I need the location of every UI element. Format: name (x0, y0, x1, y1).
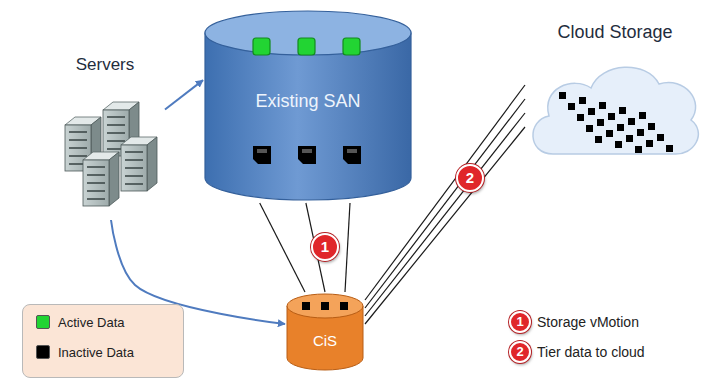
legend-item: Tier data to cloud (537, 343, 645, 361)
callout-number: 1 (509, 311, 531, 333)
legend-swatch (36, 315, 50, 329)
legend-label: Storage vMotion (537, 314, 639, 330)
legend-item: Active Data (36, 313, 124, 331)
data-line (345, 203, 350, 292)
callout-number: 2 (509, 341, 531, 363)
flow-arrow (165, 80, 203, 109)
cloud-storage: Cloud Storage (525, 22, 705, 162)
servers-icon (45, 55, 165, 220)
legend-label: Tier data to cloud (537, 344, 645, 360)
cis-cylinder: CiS (285, 292, 365, 372)
callout-number: 1 (311, 233, 339, 261)
cloud-shape (525, 22, 705, 162)
legend-label: Inactive Data (58, 345, 134, 360)
callout-number: 2 (456, 164, 484, 192)
node-label: Servers (76, 55, 135, 75)
legend-label: Active Data (58, 315, 124, 330)
legend-item: Storage vMotion (537, 313, 639, 331)
server-group: Servers (45, 55, 165, 220)
legend-item: Inactive Data (36, 343, 134, 361)
legend-swatch (36, 345, 50, 359)
node-label: Existing SAN (255, 91, 360, 112)
storage-cylinder: Existing SAN (203, 8, 413, 203)
data-line (260, 203, 305, 292)
node-label: Cloud Storage (557, 22, 672, 43)
node-label: CiS (313, 332, 337, 349)
